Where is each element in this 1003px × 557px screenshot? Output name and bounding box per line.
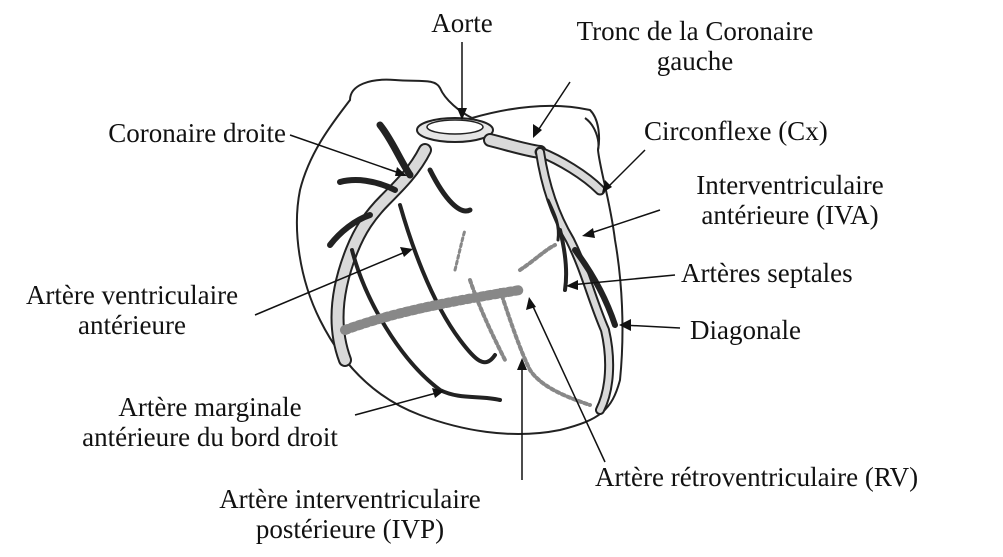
label-ventriculaire-line2: antérieure: [0, 310, 264, 340]
label-tronc-line1: Tronc de la Coronaire: [540, 16, 850, 46]
label-rv: Artère rétroventriculaire (RV): [595, 462, 918, 492]
label-iva: Interventriculaire antérieure (IVA): [660, 170, 920, 230]
label-marginale-line2: antérieure du bord droit: [60, 422, 360, 452]
label-circonflexe: Circonflexe (Cx): [644, 116, 828, 146]
aorta-lumen: [427, 120, 483, 134]
label-tronc-coronaire-gauche: Tronc de la Coronaire gauche: [540, 16, 850, 76]
label-septales: Artères septales: [681, 258, 853, 288]
label-aorte: Aorte: [410, 8, 514, 38]
label-tronc-line2: gauche: [540, 46, 850, 76]
label-iva-line2: antérieure (IVA): [660, 200, 920, 230]
label-ivp-line1: Artère interventriculaire: [180, 484, 520, 514]
label-iva-line1: Interventriculaire: [660, 170, 920, 200]
label-coronaire-droite: Coronaire droite: [40, 118, 286, 148]
label-marginale: Artère marginale antérieure du bord droi…: [60, 392, 360, 452]
circonflexe-leader: [605, 150, 645, 190]
label-marginale-line1: Artère marginale: [60, 392, 360, 422]
label-ventriculaire: Artère ventriculaire antérieure: [0, 280, 264, 340]
label-ivp-line2: postérieure (IVP): [180, 514, 520, 544]
label-ventriculaire-line1: Artère ventriculaire: [0, 280, 264, 310]
label-ivp: Artère interventriculaire postérieure (I…: [180, 484, 520, 544]
label-diagonale: Diagonale: [690, 315, 801, 345]
